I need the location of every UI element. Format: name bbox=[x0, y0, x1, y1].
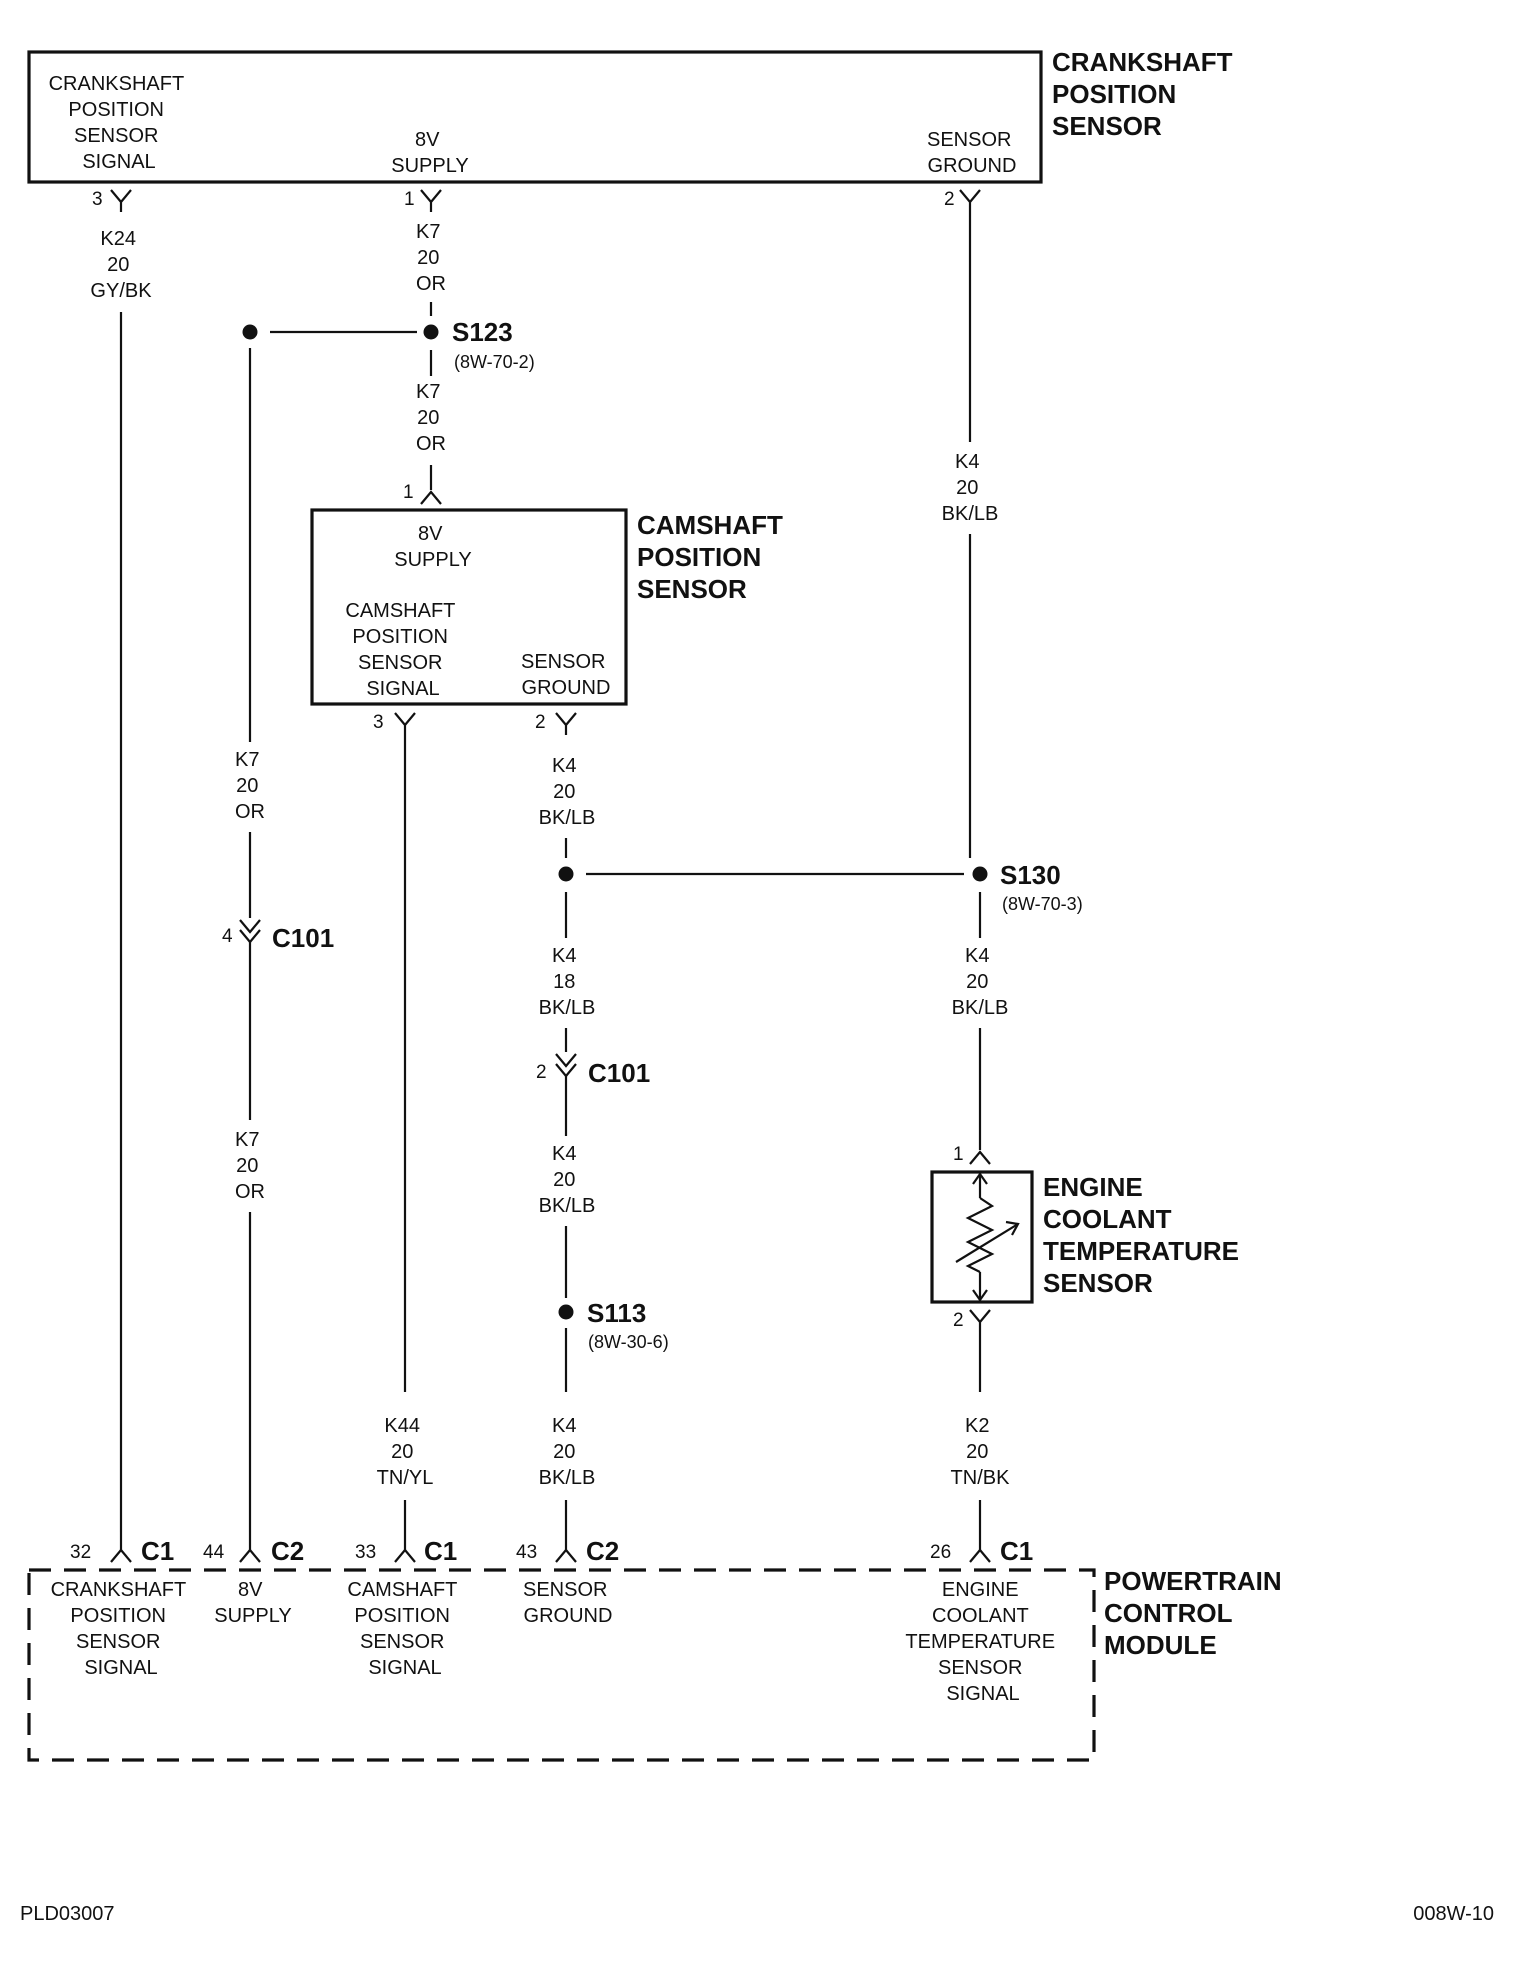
wire-k4-right-mid-label: K4 20 BK/LB bbox=[952, 945, 1009, 1019]
splice-s123-left-dot bbox=[242, 324, 258, 340]
ect-pin1-connector: 1 bbox=[953, 1144, 991, 1165]
wire-k4-after-c101-label: K4 20 BK/LB bbox=[539, 1143, 596, 1217]
pcm-box bbox=[27, 1568, 1096, 1762]
connector-c101-left: 4 C101 bbox=[222, 919, 334, 953]
pcm-terminal-44: 44 C2 bbox=[203, 1536, 304, 1566]
cam-signal-label: CAMSHAFT POSITION SENSOR SIGNAL bbox=[345, 600, 460, 700]
svg-text:2: 2 bbox=[953, 1310, 964, 1331]
pcm-terminal-32: 32 C1 bbox=[70, 1536, 174, 1566]
pcm-terminal-26: 26 C1 bbox=[930, 1536, 1033, 1566]
svg-text:2: 2 bbox=[536, 1062, 547, 1083]
wire-k44-label: K44 20 TN/YL bbox=[377, 1415, 434, 1489]
ect-sensor-box bbox=[930, 1170, 1034, 1304]
crank-pin1-connector: 1 bbox=[404, 189, 442, 212]
pcm-label-cam-signal: CAMSHAFT POSITION SENSOR SIGNAL bbox=[347, 1579, 462, 1679]
ect-sensor-title: ENGINE COOLANT TEMPERATURE SENSOR bbox=[1043, 1172, 1246, 1298]
svg-text:C2: C2 bbox=[271, 1536, 304, 1566]
crank-pin3-label: CRANKSHAFT POSITION SENSOR SIGNAL bbox=[49, 73, 190, 173]
svg-text:C2: C2 bbox=[586, 1536, 619, 1566]
cam-pin2-connector: 2 bbox=[535, 712, 577, 735]
footer-left-code: PLD03007 bbox=[20, 1903, 115, 1925]
wire-k7-left-upper-label: K7 20 OR bbox=[235, 749, 265, 823]
splice-s130-name: S130 bbox=[1000, 860, 1061, 890]
svg-text:3: 3 bbox=[92, 189, 103, 210]
svg-text:C1: C1 bbox=[1000, 1536, 1033, 1566]
splice-s113-ref: (8W-30-6) bbox=[588, 1332, 669, 1352]
pcm-label-ect-signal: ENGINE COOLANT TEMPERATURE SENSOR SIGNAL bbox=[905, 1579, 1060, 1705]
crank-pin1-label: 8V SUPPLY bbox=[391, 129, 468, 177]
connector-c101-right: 2 C101 bbox=[536, 1053, 650, 1088]
cam-pin3-connector: 3 bbox=[373, 712, 416, 735]
pcm-label-8v-supply: 8V SUPPLY bbox=[214, 1579, 291, 1627]
wire-k4-cam-ground-label: K4 20 BK/LB bbox=[539, 755, 596, 829]
cam-ground-label: SENSOR GROUND bbox=[521, 651, 611, 699]
wire-k4-18-label: K4 18 BK/LB bbox=[539, 945, 596, 1019]
wire-k2-label: K2 20 TN/BK bbox=[951, 1415, 1011, 1489]
pcm-terminal-33: 33 C1 bbox=[355, 1536, 457, 1566]
splice-s123-name: S123 bbox=[452, 317, 513, 347]
footer-right-code: 008W-10 bbox=[1413, 1903, 1494, 1925]
wire-k4-right-top-label: K4 20 BK/LB bbox=[942, 451, 999, 525]
crank-pin3-connector: 3 bbox=[92, 189, 132, 212]
camshaft-sensor-title: CAMSHAFT POSITION SENSOR bbox=[637, 510, 790, 604]
splice-s123-ref: (8W-70-2) bbox=[454, 352, 535, 372]
crank-pin2-label: SENSOR GROUND bbox=[927, 129, 1017, 177]
pcm-label-crank-signal: CRANKSHAFT POSITION SENSOR SIGNAL bbox=[51, 1579, 192, 1679]
svg-text:1: 1 bbox=[404, 189, 415, 210]
thermistor-symbol bbox=[955, 1172, 1020, 1302]
svg-text:C101: C101 bbox=[272, 923, 334, 953]
crankshaft-sensor-title: CRANKSHAFT POSITION SENSOR bbox=[1052, 47, 1240, 141]
wire-k24-label: K24 20 GY/BK bbox=[90, 228, 152, 302]
pcm-label-sensor-ground: SENSOR GROUND bbox=[523, 1579, 613, 1627]
svg-text:43: 43 bbox=[516, 1542, 537, 1563]
wire-k7-mid-label: K7 20 OR bbox=[416, 381, 446, 455]
crank-pin2-connector: 2 bbox=[944, 189, 981, 212]
svg-text:4: 4 bbox=[222, 926, 233, 947]
cam-supply-label: 8V SUPPLY bbox=[394, 523, 471, 571]
svg-text:33: 33 bbox=[355, 1542, 376, 1563]
svg-text:32: 32 bbox=[70, 1542, 91, 1563]
crankshaft-sensor-box bbox=[27, 50, 1043, 184]
splice-s130-ref: (8W-70-3) bbox=[1002, 894, 1083, 914]
svg-text:26: 26 bbox=[930, 1542, 951, 1563]
svg-text:C1: C1 bbox=[424, 1536, 457, 1566]
svg-text:C1: C1 bbox=[141, 1536, 174, 1566]
svg-text:C101: C101 bbox=[588, 1058, 650, 1088]
wire-k7-top-label: K7 20 OR bbox=[416, 221, 446, 295]
pcm-title: POWERTRAIN CONTROL MODULE bbox=[1104, 1566, 1289, 1660]
cam-pin1-connector: 1 bbox=[403, 482, 442, 505]
splice-s113-dot bbox=[558, 1304, 574, 1320]
svg-text:2: 2 bbox=[944, 189, 955, 210]
wire-k7-left-lower-label: K7 20 OR bbox=[235, 1129, 265, 1203]
camshaft-sensor-box bbox=[310, 508, 628, 706]
splice-s123-dot bbox=[423, 324, 439, 340]
splice-s113-name: S113 bbox=[587, 1298, 646, 1328]
splice-s130-left-dot bbox=[558, 866, 574, 882]
ect-pin2-connector: 2 bbox=[953, 1309, 991, 1332]
svg-text:44: 44 bbox=[203, 1542, 225, 1563]
splice-s130-dot bbox=[972, 866, 988, 882]
svg-text:1: 1 bbox=[953, 1144, 964, 1165]
svg-text:1: 1 bbox=[403, 482, 414, 503]
pcm-terminal-43: 43 C2 bbox=[516, 1536, 619, 1566]
svg-text:3: 3 bbox=[373, 712, 384, 733]
wire-k4-to-pcm-label: K4 20 BK/LB bbox=[539, 1415, 596, 1489]
svg-text:2: 2 bbox=[535, 712, 546, 733]
